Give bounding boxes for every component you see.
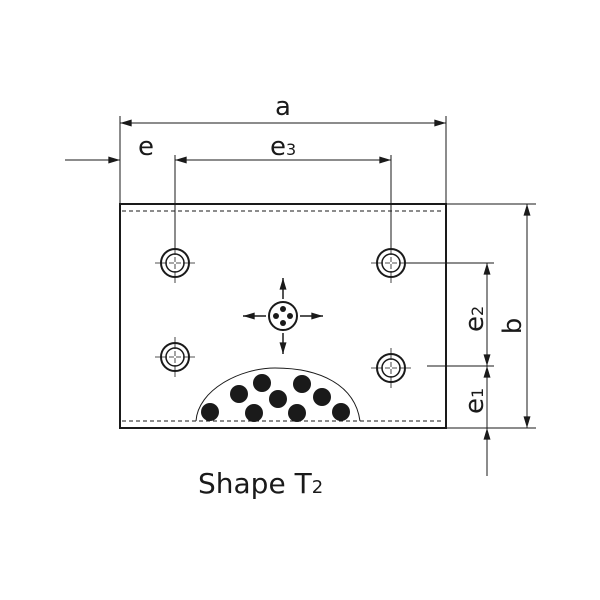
plate-outline [119,203,447,429]
graphite-plugs [201,374,350,422]
shape-caption: Shape T2 [198,467,323,500]
label-e: e [138,132,154,162]
label-e3: e3 [270,132,296,162]
label-a: a [275,92,291,122]
label-e2: e2 [460,306,490,332]
mounting-hole [371,348,411,388]
mounting-hole [155,337,195,377]
center-lube-symbol [243,277,324,355]
label-e1: e1 [460,388,490,414]
mounting-hole [155,243,195,283]
label-b: b [498,318,528,335]
mounting-hole [371,243,411,283]
extension-lines [119,116,536,429]
plug-area-outline [195,367,361,422]
